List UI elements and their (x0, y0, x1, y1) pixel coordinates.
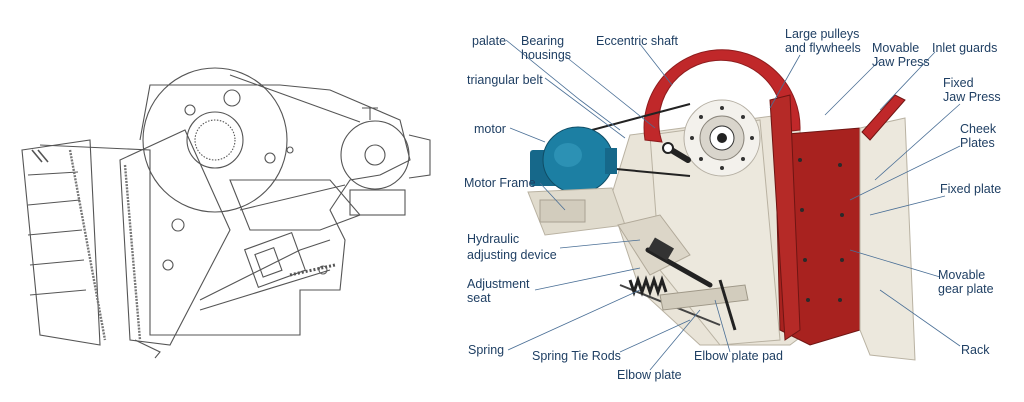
line-drawing (21, 67, 431, 359)
movable-jaw-press (769, 94, 801, 341)
colored-render (527, 49, 916, 361)
label-pulleys-line1: Large pulleys (785, 27, 860, 41)
label-movable-gear-plate-line1: Movable (938, 268, 986, 282)
label-hydraulic-line2: adjusting device (467, 248, 557, 262)
label-movable-jaw-press-line2: Jaw Press (872, 55, 930, 69)
elbow-plate (659, 284, 749, 311)
bearing-bolts (690, 106, 754, 170)
label-spring: Spring (468, 343, 505, 357)
label-eccentric-shaft: Eccentric shaft (596, 34, 678, 48)
rack-panel (859, 117, 916, 361)
label-palate: palate (472, 34, 507, 48)
motor-outline (340, 120, 410, 190)
label-motor-frame: Motor Frame (464, 176, 536, 190)
label-cheek-plates-line1: Cheek (960, 122, 997, 136)
label-adjustment-seat-line2: seat (467, 291, 491, 305)
label-bearing-housings-line1: Bearing (521, 34, 565, 48)
label-movable-jaw-press-line1: Movable (872, 41, 920, 55)
label-elbow-plate: Elbow plate (617, 368, 682, 382)
label-pulleys-line2: and flywheels (785, 41, 861, 55)
label-movable-gear-plate-line2: gear plate (938, 282, 994, 296)
inlet-guard (861, 94, 906, 141)
label-elbow-plate-pad: Elbow plate pad (694, 349, 783, 363)
flywheel-outline (142, 67, 288, 213)
leader-lines (505, 39, 961, 371)
label-bearing-housings-line2: housings (521, 48, 572, 62)
label-rack: Rack (961, 343, 990, 357)
label-triangular-belt: triangular belt (467, 73, 543, 87)
label-fixed-plate: Fixed plate (940, 182, 1002, 196)
label-fixed-jaw-press-line1: Fixed (943, 76, 974, 90)
label-motor: motor (474, 122, 506, 136)
label-spring-tie-rods: Spring Tie Rods (532, 349, 621, 363)
label-hydraulic-line1: Hydraulic (467, 232, 520, 246)
label-adjustment-seat-line1: Adjustment (467, 277, 530, 291)
fixed-jaw-outline (21, 139, 101, 346)
movable-jaw-outline (119, 129, 231, 346)
label-inlet-guards: Inlet guards (932, 41, 998, 55)
label-fixed-jaw-press-line2: Jaw Press (943, 90, 1001, 104)
label-cheek-plates-line2: Plates (960, 136, 995, 150)
